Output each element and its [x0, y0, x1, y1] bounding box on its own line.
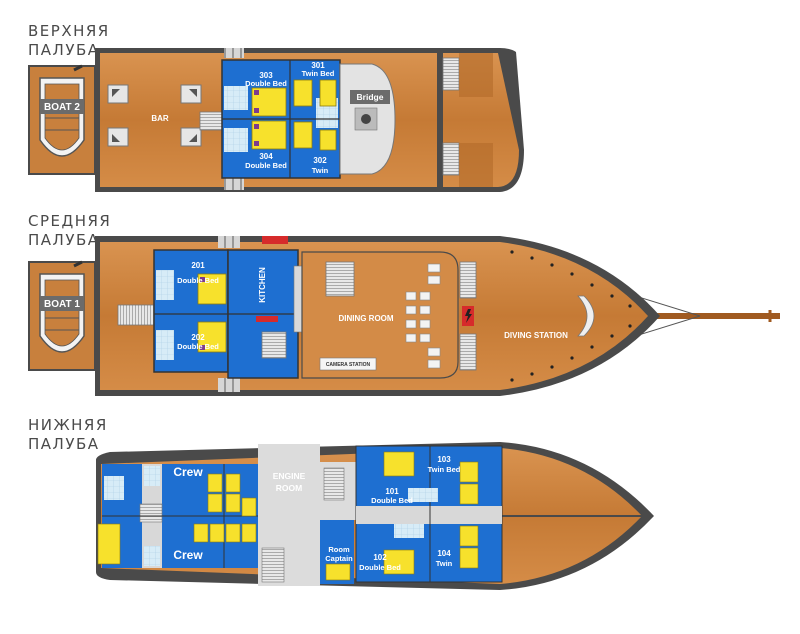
- upper-forward-stairs-bottom: [442, 142, 460, 176]
- aft-stairs: [261, 547, 285, 583]
- cabin-102-number: 102: [373, 553, 387, 562]
- cabin-103-number: 103: [437, 455, 451, 464]
- camera-station-label: CAMERA STATION: [326, 362, 371, 368]
- crew-bunks: [97, 473, 257, 565]
- middle-deck-label-2: ПАЛУБА: [28, 231, 100, 249]
- engine-room-label-1: ENGINE: [273, 471, 306, 481]
- boat-2-label: BOAT 2: [44, 102, 80, 113]
- middle-deck: BOAT 1 201 Double Bed 202 Double Bed KIT…: [28, 236, 780, 396]
- dining-tables: [405, 263, 441, 369]
- cabin-101-number: 101: [385, 487, 399, 496]
- cabin-301-type: Twin Bed: [302, 69, 335, 78]
- upper-deck-label-2: ПАЛУБА: [28, 41, 100, 59]
- middle-stairs: [117, 304, 155, 326]
- cabin-201-number: 201: [191, 261, 205, 270]
- boat-1-label: BOAT 1: [44, 299, 80, 310]
- crew-top-label: Crew: [173, 465, 203, 479]
- helm-icon: [361, 114, 371, 124]
- lower-deck-label-2: ПАЛУБА: [28, 435, 100, 453]
- bow-hatch: [577, 295, 595, 337]
- captain-label-2: Captain: [325, 554, 353, 563]
- lower-deck: Crew Crew ENGINE ROOM Room Captain 101 D…: [96, 442, 654, 590]
- cabin-101-type: Double Bed: [371, 496, 413, 505]
- cabin-302-type: Twin: [312, 166, 329, 175]
- cabin-304-number: 304: [259, 152, 273, 161]
- cabin-303-type: Double Bed: [245, 79, 287, 88]
- cabin-102-type: Double Bed: [359, 563, 401, 572]
- kitchen-stairs: [261, 331, 287, 359]
- cabin-302-number: 302: [313, 156, 327, 165]
- engine-stairs: [323, 467, 345, 501]
- crew-stairs: [139, 503, 163, 523]
- cabin-301-number: 301: [311, 61, 325, 70]
- upper-forward-stairs-top: [442, 57, 460, 91]
- dining-room-label: DINING ROOM: [338, 314, 393, 323]
- cabin-202-type: Double Bed: [177, 342, 219, 351]
- upper-deck-label-1: ВЕРХНЯЯ: [28, 22, 110, 40]
- cabin-303-number: 303: [259, 71, 273, 80]
- cabin-202-number: 202: [191, 333, 205, 342]
- dining-stairs: [325, 261, 355, 297]
- bar-label: BAR: [151, 114, 169, 123]
- engine-room-label-2: ROOM: [276, 483, 302, 493]
- rail-posts: [510, 250, 632, 382]
- lower-beds: [325, 451, 479, 581]
- cabin-201-type: Double Bed: [177, 276, 219, 285]
- crew-bottom-label: Crew: [173, 548, 203, 562]
- diving-stairs-bottom: [459, 333, 477, 371]
- cabin-103-type: Twin Bed: [428, 465, 461, 474]
- diving-stairs-top: [459, 261, 477, 299]
- lower-deck-label-1: НИЖНЯЯ: [28, 416, 108, 434]
- middle-deck-label-1: СРЕДНЯЯ: [28, 212, 111, 230]
- upper-deck: BOAT 2 BAR: [28, 48, 524, 192]
- cabin-304-type: Double Bed: [245, 161, 287, 170]
- upper-stairs: [199, 111, 223, 131]
- diving-station-label: DIVING STATION: [504, 331, 568, 340]
- cabin-104-type: Twin: [436, 559, 453, 568]
- bridge-label: Bridge: [357, 92, 384, 102]
- kitchen-label: KITCHEN: [258, 267, 267, 303]
- captain-label-1: Room: [328, 545, 350, 554]
- cabin-104-number: 104: [437, 549, 451, 558]
